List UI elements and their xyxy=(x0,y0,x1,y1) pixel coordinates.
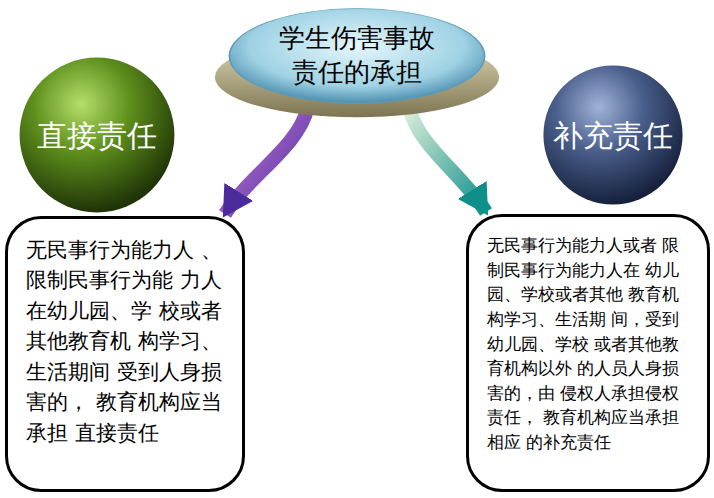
category-sphere: 补充责任 xyxy=(542,64,684,206)
description-box: 无民事行为能力人 、限制民事行为能 力人在幼儿园、学 校或者其他教育机 构学习、… xyxy=(5,216,245,492)
label-text: 直接责任 xyxy=(37,116,157,155)
body-text: 无民事行为能力人 、限制民事行为能 力人在幼儿园、学 校或者其他教育机 构学习、… xyxy=(26,235,228,448)
body-text: 无民事行为能力人或者 限制民事行为能力人在 幼儿园、学校或者其他 教育机构学习、… xyxy=(487,233,693,455)
label-text: 补充责任 xyxy=(553,116,673,155)
category-sphere: 直接责任 xyxy=(18,56,176,214)
curved-arrow xyxy=(409,108,486,212)
curved-arrow xyxy=(225,108,308,214)
description-box: 无民事行为能力人或者 限制民事行为能力人在 幼儿园、学校或者其他 教育机构学习、… xyxy=(466,214,710,492)
title-ellipse: 学生伤害事故 责任的承担 xyxy=(212,4,502,122)
label-text: 学生伤害事故 责任的承担 xyxy=(267,22,447,90)
